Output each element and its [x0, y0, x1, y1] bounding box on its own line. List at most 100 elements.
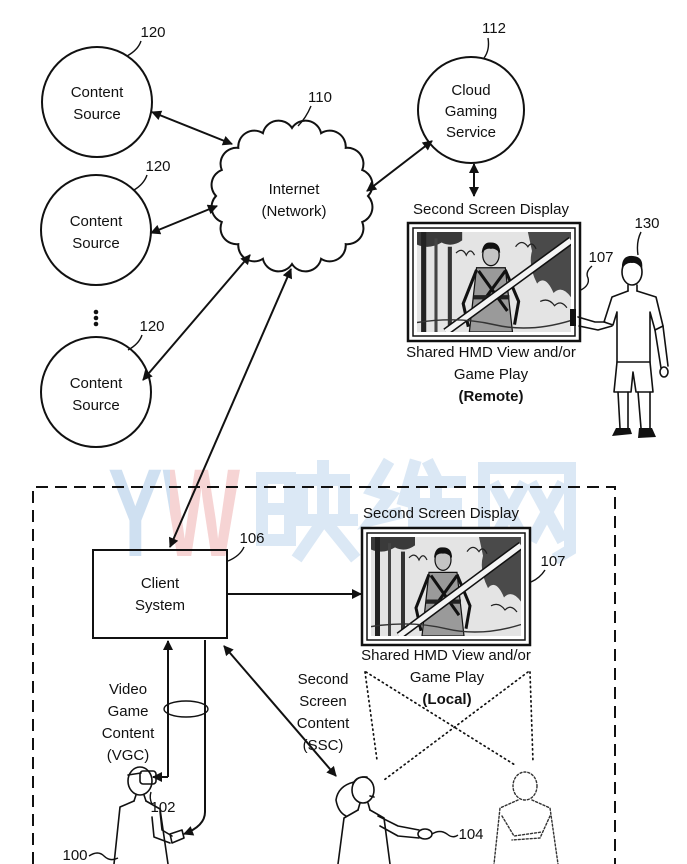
ssc-label-line3: Content — [297, 715, 350, 732]
spectator-legs — [617, 391, 651, 429]
local-caption-line2: Game Play — [410, 669, 485, 686]
ref-numeral: 120 — [139, 318, 164, 335]
ref-leader-line — [133, 174, 148, 191]
cloud-gaming-label-line3: Service — [446, 124, 496, 141]
vgc-label-line4: (VGC) — [107, 747, 150, 764]
local-caption: Shared HMD View and/or Game Play (Local) — [361, 647, 531, 708]
system-ref: 100 — [62, 847, 119, 864]
content-source-1: Content Source 120 — [41, 24, 166, 158]
ref-leader-line — [227, 546, 245, 562]
ref-leader-line — [530, 569, 546, 583]
ref-numeral: 100 — [62, 847, 87, 864]
vgc-bundle-ellipse — [163, 700, 209, 718]
controller-user-torso — [337, 809, 391, 864]
cloud-shape — [210, 119, 374, 273]
vgc-line-to-controller — [183, 640, 206, 836]
cloud-gaming-label-line1: Cloud — [451, 82, 490, 99]
hmd-user-arms — [151, 810, 173, 844]
ref-numeral: 130 — [634, 215, 659, 232]
spectator-shirt — [603, 290, 664, 363]
remote-display-picture — [417, 232, 571, 332]
ref-numeral: 120 — [140, 24, 165, 41]
watermark-glyph-1 — [256, 460, 361, 563]
local-display-title: Second Screen Display — [363, 505, 519, 522]
spectator-device — [570, 309, 576, 326]
watermark-latin: YW — [108, 444, 240, 583]
content-source-label-line2: Source — [72, 235, 120, 252]
ref-numeral: 107 — [540, 553, 565, 570]
co-viewer-arms — [501, 815, 551, 841]
ref-numeral: 110 — [308, 89, 332, 106]
ref-leader-line — [483, 37, 490, 59]
spectator-arm-right — [654, 325, 669, 369]
internet-label-line1: Internet — [269, 181, 321, 198]
spectator-hair — [621, 255, 643, 269]
local-display-picture — [371, 537, 521, 636]
ellipsis-dot — [93, 309, 99, 315]
content-source-circle — [40, 174, 152, 286]
spectator-shorts — [613, 361, 654, 393]
view-line — [365, 671, 516, 766]
ref-numeral: 107 — [588, 249, 613, 266]
vertical-ellipsis — [93, 309, 99, 327]
arrow-internet-client-system — [169, 268, 292, 548]
controller-device — [417, 828, 433, 840]
controller-user-mouth — [369, 795, 375, 798]
ref-leader-line — [127, 334, 143, 351]
hmd-strap — [127, 772, 142, 776]
view-line — [529, 671, 534, 763]
ref-leader-line — [297, 105, 312, 127]
co-viewer-head — [512, 771, 538, 801]
content-source-circle — [40, 336, 152, 448]
hmd-user-neck — [133, 794, 147, 802]
local-caption-line3: (Local) — [422, 691, 471, 708]
vgc-label-line1: Video — [109, 681, 147, 698]
ssc-label-line1: Second — [298, 671, 349, 688]
hmd-user-figure: 102 — [113, 766, 185, 864]
ref-leader-line — [88, 852, 119, 861]
content-source-label-line2: Source — [72, 397, 120, 414]
ref-numeral: 112 — [482, 20, 506, 37]
ref-leader-line — [431, 830, 459, 838]
remote-caption-line2: Game Play — [454, 366, 529, 383]
ssc-label-line2: Screen — [299, 693, 347, 710]
hmd-headset — [139, 770, 157, 785]
arrow-source1-internet — [151, 110, 233, 146]
watermark-glyph-3 — [478, 462, 576, 565]
ref-numeral: 102 — [150, 799, 175, 816]
hmd-user-torso — [113, 800, 169, 864]
internet-cloud: Internet (Network) 110 — [210, 89, 374, 273]
remote-second-screen: Second Screen Display 107 Shared HMD Vie… — [406, 201, 613, 405]
hmd-user-head — [127, 766, 153, 796]
ref-numeral: 120 — [145, 158, 170, 175]
local-system-boundary — [32, 486, 616, 864]
spectator-shoes — [612, 428, 656, 438]
controller-user-ponytail — [335, 781, 355, 817]
remote-caption-line3: (Remote) — [458, 388, 523, 405]
vgc-label-line2: Game — [108, 703, 149, 720]
content-source-2: Content Source 120 — [40, 158, 171, 286]
cloud-gaming-service: Cloud Gaming Service 112 — [417, 20, 525, 164]
remote-display-title: Second Screen Display — [413, 201, 569, 218]
cloud-gaming-label-line2: Gaming — [445, 103, 498, 120]
remote-spectator-figure: 130 — [570, 215, 669, 438]
arrow-internet-cloud-gaming — [366, 140, 433, 192]
internet-label-line2: (Network) — [261, 203, 326, 220]
video-game-content-link: Video Game Content (VGC) — [102, 640, 209, 836]
co-viewer-figure — [493, 771, 559, 864]
controller-user-figure: 104 — [335, 776, 484, 864]
view-lines — [364, 671, 534, 781]
co-viewer-torso — [493, 799, 559, 864]
second-screen-content-link: Second Screen Content (SSC) — [223, 645, 350, 777]
ref-leader-line — [126, 40, 142, 57]
ellipsis-dot — [93, 315, 99, 321]
ref-numeral: 104 — [458, 826, 483, 843]
local-caption-line1: Shared HMD View and/or — [361, 647, 531, 664]
view-line — [364, 671, 378, 761]
content-source-circle — [41, 46, 153, 158]
arrow-source2-internet — [150, 204, 218, 235]
ssc-arrow — [223, 645, 337, 777]
client-system-label-line1: Client — [141, 575, 180, 592]
remote-caption-line1: Shared HMD View and/or — [406, 344, 576, 361]
